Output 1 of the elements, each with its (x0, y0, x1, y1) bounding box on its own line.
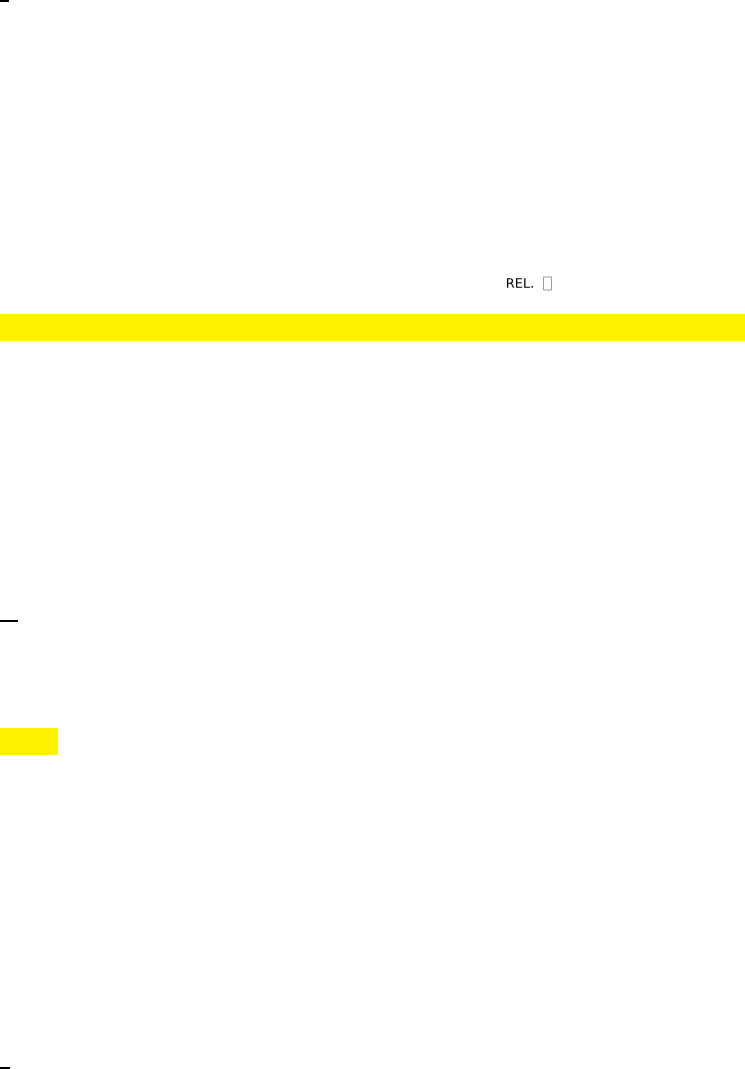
label-text: REL. (506, 278, 533, 288)
